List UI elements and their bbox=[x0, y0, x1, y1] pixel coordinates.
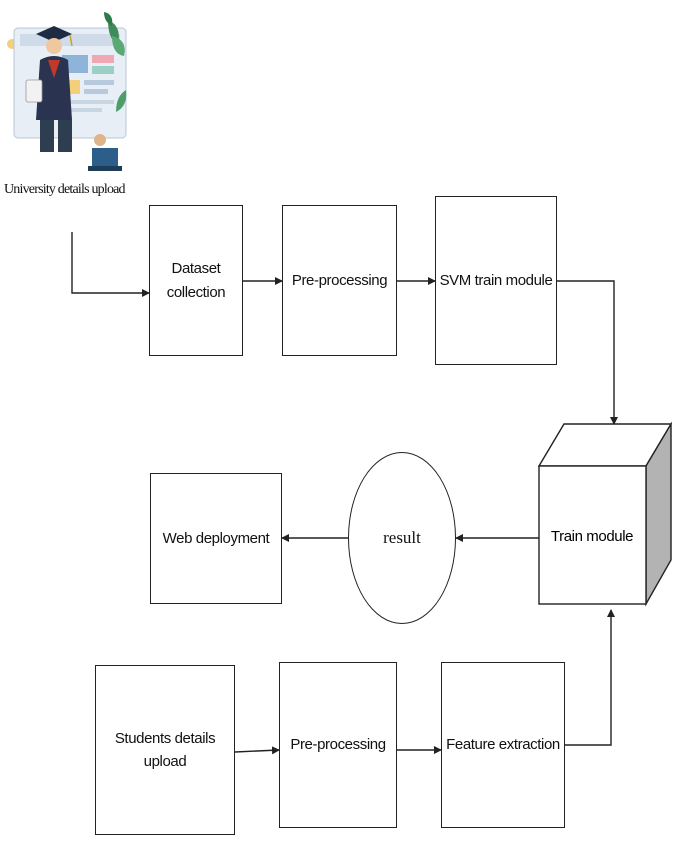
result-node[interactable]: result bbox=[348, 452, 456, 624]
students-upload-box[interactable]: Students details upload bbox=[95, 665, 235, 835]
edge-feature-to-train-module bbox=[565, 609, 615, 746]
preprocessing-bottom-label: Pre-processing bbox=[290, 736, 386, 754]
preprocessing-top-box[interactable]: Pre-processing bbox=[282, 205, 397, 356]
preprocessing-bottom-box[interactable]: Pre-processing bbox=[279, 662, 397, 828]
svm-train-module-box[interactable]: SVM train module bbox=[435, 196, 557, 365]
edge-students-to-preprocessing bbox=[234, 746, 280, 755]
preprocessing-top-label: Pre-processing bbox=[291, 271, 388, 289]
edge-university-to-dataset bbox=[71, 232, 150, 297]
web-deployment-box[interactable]: Web deployment bbox=[150, 473, 282, 604]
cube-front-face bbox=[538, 465, 647, 605]
svm-train-label: SVM train module bbox=[439, 271, 553, 289]
edge-svm-to-train-module bbox=[557, 280, 618, 425]
dataset-collection-label: Dataset collection bbox=[166, 260, 226, 301]
train-module-label: Train module bbox=[551, 528, 633, 545]
result-label: result bbox=[383, 528, 421, 547]
train-module-cube[interactable]: Train module bbox=[537, 421, 673, 607]
web-deployment-label: Web deployment bbox=[162, 529, 270, 547]
university-upload-label: University details upload bbox=[4, 182, 126, 197]
feature-extraction-label: Feature extraction bbox=[446, 736, 560, 754]
dataset-collection-box[interactable]: Dataset collection bbox=[149, 205, 243, 356]
graduate-illustration-icon bbox=[7, 12, 127, 171]
students-upload-label: Students details upload bbox=[114, 729, 216, 770]
feature-extraction-box[interactable]: Feature extraction bbox=[441, 662, 565, 828]
